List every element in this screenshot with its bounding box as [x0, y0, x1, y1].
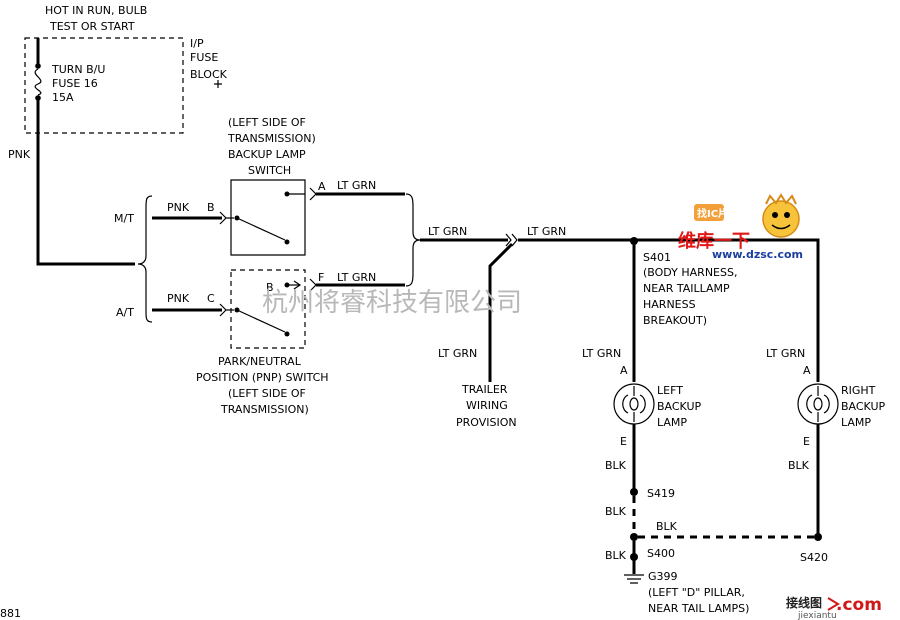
left-lamp-pin-e: E [620, 435, 627, 448]
pnk-main-label: PNK [8, 148, 31, 161]
manual-transmission-label: M/T [114, 212, 134, 225]
bus-ltgrn-label-1: LT GRN [428, 225, 467, 238]
s400-blk-label: BLK [605, 549, 627, 562]
trailer-note1: TRAILER [461, 383, 508, 396]
g399-note2: NEAR TAIL LAMPS) [648, 602, 749, 615]
watermark-company: 杭州将睿科技有限公司 [262, 288, 522, 318]
at-pnk-wire: PNK C [152, 292, 222, 312]
fuse-16-symbol [34, 63, 42, 101]
transmission-brace: M/T A/T [114, 195, 153, 323]
left-lamp-ltgrn-label: LT GRN [582, 347, 621, 360]
right-lamp-name3: LAMP [841, 416, 871, 429]
backup-switch-pin-a: A [318, 180, 326, 193]
right-lamp-pin-e: E [803, 435, 810, 448]
s400-label: S400 [647, 547, 675, 560]
right-lamp-name2: BACKUP [841, 400, 886, 413]
right-backup-lamp: LT GRN A RIGHT BACKUP LAMP E BLK [766, 347, 886, 536]
fuse-rating: 15A [52, 91, 74, 104]
left-lamp-pin-a: A [620, 364, 628, 377]
splice-s401: S401 (BODY HARNESS, NEAR TAILLAMP HARNES… [643, 251, 737, 327]
ip-fuse-block: HOT IN RUN, BULB TEST OR START TURN B/U … [24, 4, 228, 134]
dzsc-watermark: 找IC片 维库一下 www.dzsc.com [678, 193, 803, 261]
figure-number: 881 [0, 607, 21, 620]
jiexiantu-watermark: 接线图 .com jiexiantu [786, 595, 882, 620]
g399-label: G399 [648, 570, 678, 583]
left-backup-lamp: LT GRN A LEFT BACKUP LAMP E BLK [582, 244, 702, 490]
dzsc-badge-text: 找IC片 [697, 207, 728, 220]
automatic-transmission-label: A/T [116, 306, 134, 319]
pnp-switch: B F LT GRN PARK/NEUTRAL POSITION (PNP) S… [196, 269, 405, 416]
backup-switch-note2: TRANSMISSION) [227, 132, 316, 145]
jiexiantu-url: jiexiantu [797, 611, 837, 620]
pnp-note3: (LEFT SIDE OF [228, 387, 306, 400]
pnp-note1: PARK/NEUTRAL [218, 355, 302, 368]
pnp-switch-ltgrn-label: LT GRN [337, 271, 376, 284]
fuse-number: FUSE 16 [52, 77, 98, 90]
power-condition-line2: TEST OR START [49, 20, 135, 33]
trailer-note2: WIRING [466, 399, 508, 412]
g399-note1: (LEFT "D" PILLAR, [648, 586, 745, 599]
left-lamp-name1: LEFT [657, 384, 683, 397]
s419-label: S419 [647, 487, 675, 500]
mt-pnk-label: PNK [167, 201, 190, 214]
jiexiantu-com: .com [836, 595, 882, 615]
ip-label: I/P [190, 37, 204, 50]
pnp-switch-pin-b: B [266, 281, 274, 294]
s401-label: S401 [643, 251, 671, 264]
right-lamp-ltgrn-label: LT GRN [766, 347, 805, 360]
mt-pnk-wire: PNK B [152, 201, 222, 220]
backup-switch-ltgrn-label: LT GRN [337, 179, 376, 192]
right-lamp-pin-a: A [803, 364, 811, 377]
ground-circuit: S419 BLK BLK S420 BLK S400 G399 (LEFT "D… [605, 487, 828, 615]
s419-blk-label: BLK [605, 505, 627, 518]
jiexiantu-logo: 接线图 [786, 595, 822, 610]
dzsc-logo-text: 维库一下 [678, 230, 750, 252]
backup-lamp-switch: (LEFT SIDE OF TRANSMISSION) BACKUP LAMP … [219, 116, 405, 256]
company-watermark: 杭州将睿科技有限公司 [262, 288, 522, 318]
trailer-ltgrn-label: LT GRN [438, 347, 477, 360]
pnp-switch-pin-c: C [207, 292, 215, 305]
backup-switch-note3: BACKUP LAMP [228, 148, 306, 161]
pnp-switch-pin-f: F [318, 271, 324, 284]
left-lamp-blk-label: BLK [605, 459, 627, 472]
right-lamp-blk-label: BLK [788, 459, 810, 472]
block-label: BLOCK [190, 68, 228, 81]
power-condition-line1: HOT IN RUN, BULB [45, 4, 147, 17]
switch-output-brace [405, 193, 421, 287]
right-lamp-name1: RIGHT [841, 384, 876, 397]
pnp-note4: TRANSMISSION) [220, 403, 309, 416]
left-lamp-name3: LAMP [657, 416, 687, 429]
pnp-note2: POSITION (PNP) SWITCH [196, 371, 329, 384]
backup-switch-note4: SWITCH [248, 164, 291, 177]
backup-switch-note1: (LEFT SIDE OF [228, 116, 306, 129]
trailer-note3: PROVISION [456, 416, 517, 429]
fuse-label: FUSE [190, 51, 218, 64]
s420-label: S420 [800, 551, 828, 564]
s401-note2: NEAR TAILLAMP [643, 282, 730, 295]
ground-blk-label: BLK [656, 520, 678, 533]
at-pnk-label: PNK [167, 292, 190, 305]
pnk-feed-wire: PNK [8, 38, 135, 266]
fuse-name: TURN B/U [51, 63, 105, 76]
backup-switch-pin-b: B [207, 201, 215, 214]
s401-note1: (BODY HARNESS, [643, 266, 737, 279]
bus-ltgrn-label-2: LT GRN [527, 225, 566, 238]
dzsc-url: www.dzsc.com [712, 248, 803, 261]
s401-note3: HARNESS [643, 298, 696, 311]
s401-note4: BREAKOUT) [643, 314, 707, 327]
trailer-wiring-provision: LT GRN TRAILER WIRING PROVISION [438, 242, 517, 429]
lt-grn-bus: LT GRN LT GRN [420, 225, 820, 382]
left-lamp-name2: BACKUP [657, 400, 702, 413]
